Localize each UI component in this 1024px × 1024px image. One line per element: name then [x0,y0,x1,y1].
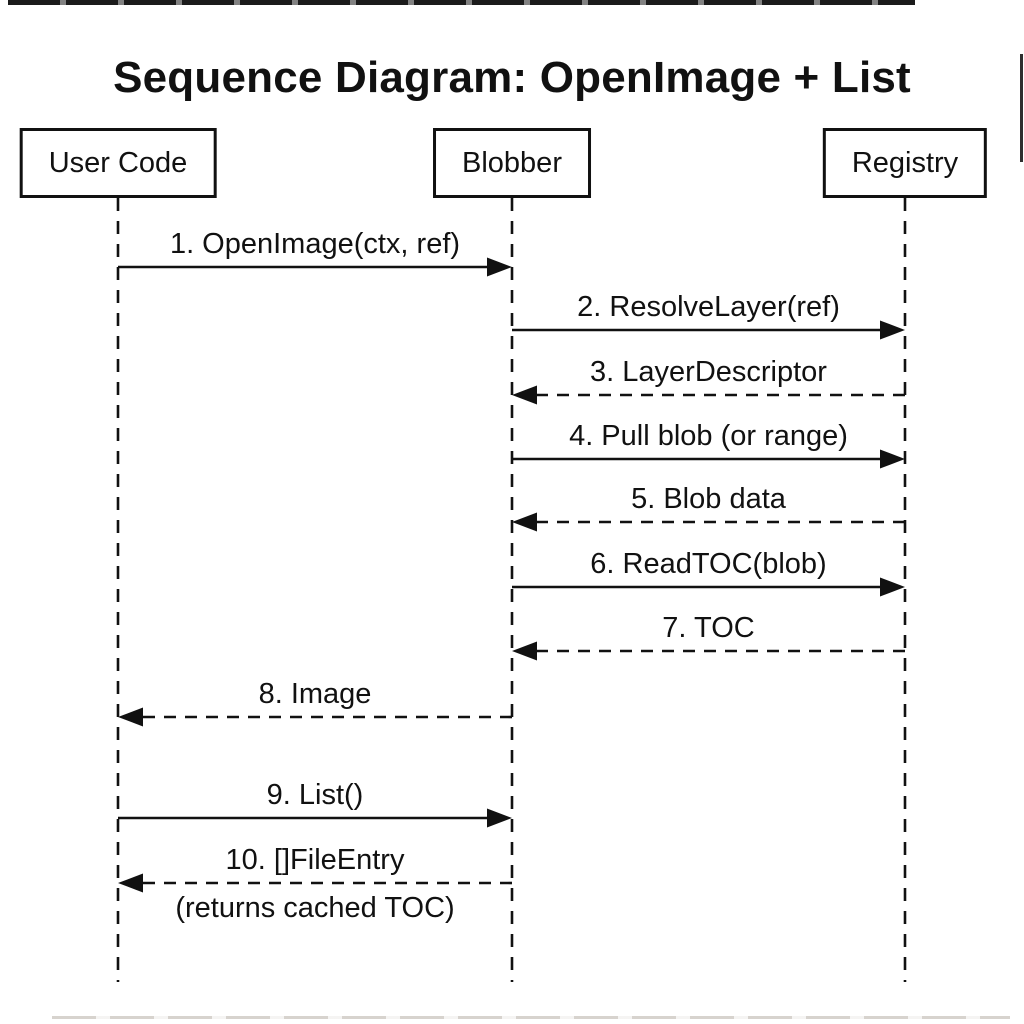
message-2-arrowhead [880,320,905,340]
message-1-label: 1. OpenImage(ctx, ref) [169,228,461,260]
message-5-arrowhead [512,512,537,532]
message-4-label: 4. Pull blob (or range) [569,420,848,452]
frame-right-edge [1020,54,1023,162]
message-3-label: 3. LayerDescriptor [590,356,827,388]
message-6-arrowhead [880,577,905,597]
message-9-label: 9. List() [266,779,364,811]
message-4-arrowhead [880,449,905,469]
actor-label-registry: Registry [851,146,959,179]
message-9-arrowhead [487,808,512,828]
message-10-arrowhead [118,873,143,893]
message-2-label: 2. ResolveLayer(ref) [577,291,840,323]
message-10-label: 10. []FileEntry [225,844,405,876]
actor-box-registry: Registry [822,128,988,198]
message-5-label: 5. Blob data [631,483,786,515]
frame-bottom-edge [52,1016,1010,1019]
actor-box-blobber: Blobber [433,128,591,198]
actor-label-user-code: User Code [48,146,188,179]
message-7-label: 7. TOC [662,612,755,644]
message-8-arrowhead [118,707,143,727]
message-8-label: 8. Image [258,678,372,710]
message-3-arrowhead [512,385,537,405]
actor-label-blobber: Blobber [462,146,562,179]
message-6-label: 6. ReadTOC(blob) [590,548,827,580]
message-1-arrowhead [487,257,512,277]
diagram-title: Sequence Diagram: OpenImage + List [113,53,911,102]
frame-top-edge [8,0,915,5]
actor-box-user-code: User Code [19,128,217,198]
message-10-note: (returns cached TOC) [175,892,455,924]
message-7-arrowhead [512,641,537,661]
